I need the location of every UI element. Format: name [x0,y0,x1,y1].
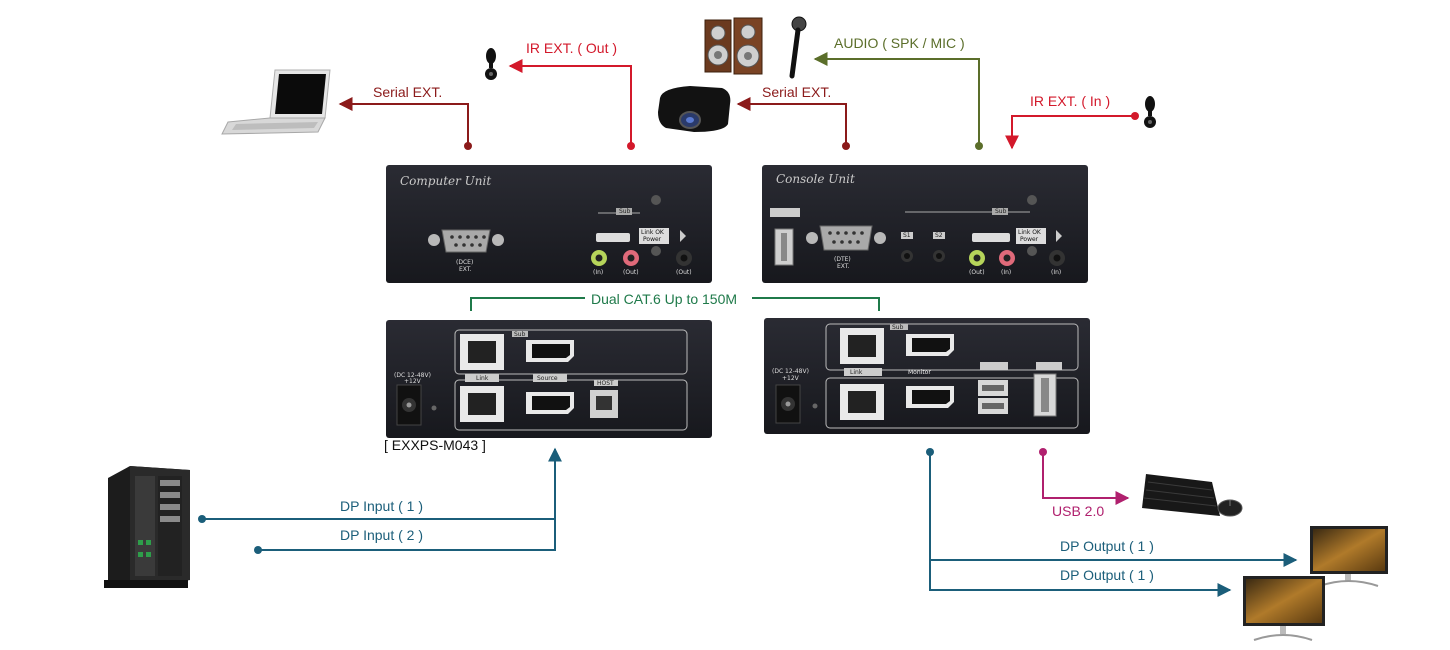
computer-source-label: Source [537,375,558,382]
dp-input-2-label: DP Input ( 2 ) [340,527,424,543]
computer-serial-label-1: (DCE) [456,259,474,266]
audio-connection [813,52,983,150]
cat6-bracket [470,297,880,311]
computer-sub-label: Sub [619,208,631,215]
microphone-icon [789,16,807,79]
computer-rear-sub-label: Sub [514,331,526,338]
ir-ext-out-label: IR EXT. ( Out ) [526,40,618,56]
console-link-label: Link [850,369,863,376]
serial-right-connection [736,97,850,150]
console-ir-in-label: (In) [1051,269,1062,276]
console-sub-label: Sub [995,208,1007,215]
console-serial-label-1: (DTE) [834,256,851,263]
serial-left-connection [338,97,472,150]
monitor-icon [1310,526,1388,587]
computer-link-label: Link [476,375,489,382]
console-power-volt-label: +12V [782,375,799,382]
serial-ext-right-label: Serial EXT. [762,84,832,100]
computer-power-spec-label: (DC 12-48V) [394,372,431,379]
ir-out-connection [508,59,635,150]
computer-serial-label-2: EXT. [459,266,472,273]
ir-in-connection [1005,112,1139,150]
console-audio-out-label: (Out) [969,269,985,276]
computer-power-label: Power [643,236,662,243]
dp-output-1-label: DP Output ( 1 ) [1060,538,1154,554]
serial-ext-left-label: Serial EXT. [373,84,443,100]
pc-tower-icon [104,466,190,588]
keyboard-mouse-icon [1142,474,1243,517]
usb-connection [1039,448,1130,505]
console-monitor-label: Monitor [908,369,931,376]
computer-ir-out-label: (Out) [676,269,692,276]
dp-output-connections [926,448,1298,597]
computer-unit-front-panel [386,165,712,283]
projector-icon [658,86,731,132]
laptop-icon [221,69,331,135]
computer-host-label: HOST [597,380,614,387]
console-unit-front-panel [762,165,1088,283]
usb-label: USB 2.0 [1052,503,1105,519]
monitor-2-icon [1243,576,1325,641]
dp-output-2-label: DP Output ( 1 ) [1060,567,1154,583]
console-audio-in-label: (In) [1001,269,1012,276]
console-rear-sub-label: Sub [892,324,904,331]
ir-receiver-in-icon [1144,96,1156,128]
computer-link-ok-label: Link OK [641,229,664,236]
computer-unit-title: Computer Unit [400,174,492,188]
ir-receiver-icon [485,48,497,80]
dp-input-connections [198,447,562,554]
computer-unit-rear-panel [386,320,712,438]
cat6-label: Dual CAT.6 Up to 150M [591,291,738,307]
dp-input-1-label: DP Input ( 1 ) [340,498,424,514]
console-link-ok-label: Link OK [1018,229,1041,236]
ir-ext-in-label: IR EXT. ( In ) [1030,93,1111,109]
computer-audio-in-label: (In) [593,269,604,276]
console-power-label: Power [1020,236,1039,243]
console-s2-label: S2 [935,232,943,239]
console-power-spec-label: (DC 12-48V) [772,368,809,375]
console-unit-rear-panel [764,318,1090,434]
console-serial-label-2: EXT. [837,263,850,270]
model-label: [ EXXPS-M043 ] [384,437,486,453]
console-s1-label: S1 [903,232,911,239]
computer-audio-out-label: (Out) [623,269,639,276]
console-unit-title: Console Unit [776,172,855,186]
audio-label: AUDIO ( SPK / MIC ) [834,35,965,51]
speakers-icon [704,17,763,75]
computer-power-volt-label: +12V [404,378,421,385]
